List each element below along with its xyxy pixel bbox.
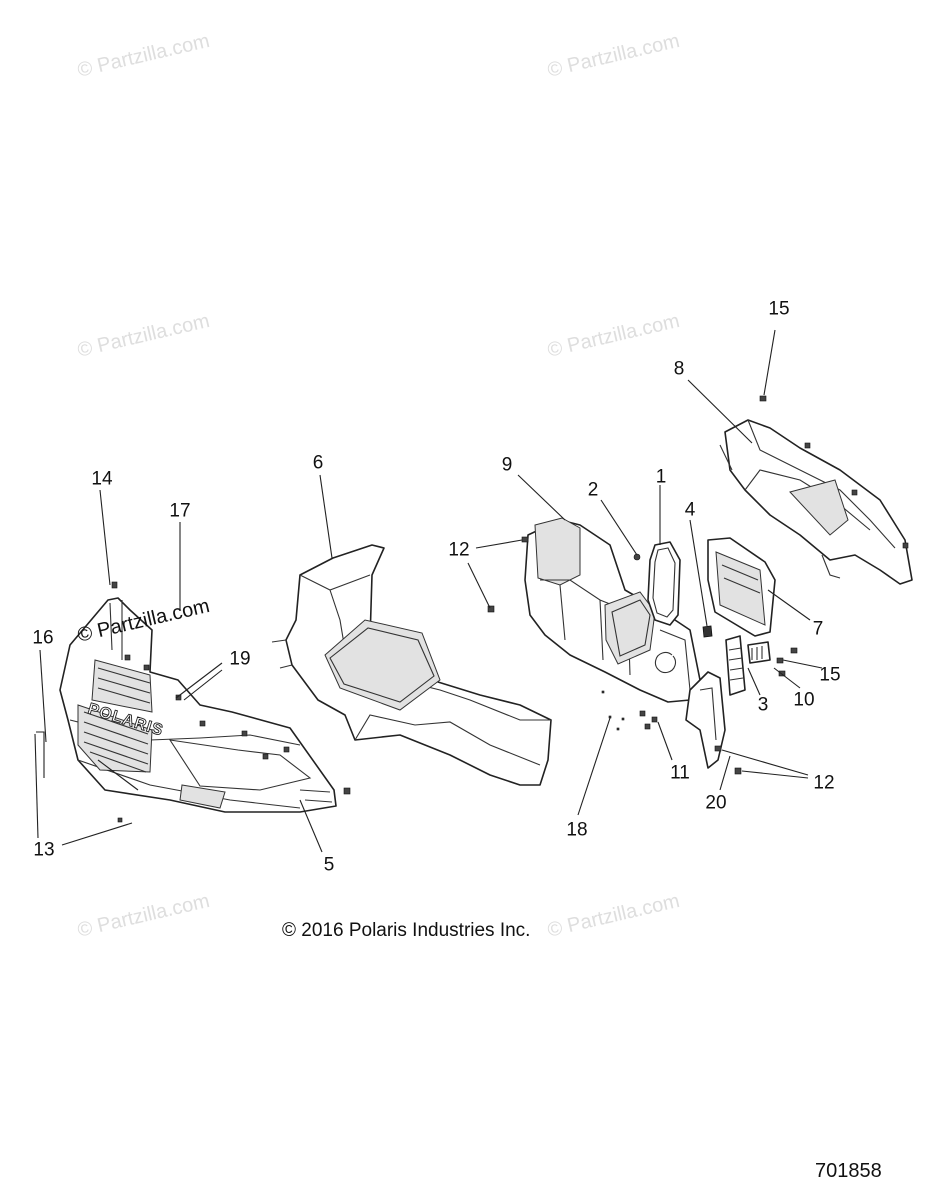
switch-part [702,625,713,638]
callout-3: 3 [757,694,769,716]
hood-part [271,544,552,786]
callout-15: 15 [768,298,790,320]
seal-part [647,541,681,626]
copyright-notice: © 2016 Polaris Industries Inc. [282,920,531,941]
callout-12: 12 [448,539,470,561]
callout-14: 14 [91,468,113,490]
callout-15-lower: 15 [819,664,841,686]
leader-lines [34,329,823,853]
callout-1: 1 [655,466,667,488]
callout-18: 18 [566,819,588,841]
side-panel-part [685,671,726,769]
callout-11: 11 [670,762,690,784]
callout-2: 2 [587,479,599,501]
dash-storage-part [524,517,701,703]
vent-part [725,635,746,696]
callout-16: 16 [32,627,54,649]
callout-20: 20 [705,792,727,814]
callout-13: 13 [33,839,55,861]
callout-7: 7 [812,618,824,640]
callout-4: 4 [684,499,696,521]
upper-dash-trim-part [719,419,913,585]
callout-12-lower: 12 [813,772,835,794]
callout-6: 6 [312,452,324,474]
cover-panel-part [707,537,776,637]
callout-10: 10 [793,689,815,711]
rod-part [36,731,45,778]
callout-5: 5 [323,854,335,876]
callout-17: 17 [169,500,191,522]
callout-19: 19 [229,648,251,670]
bracket-part [747,641,771,664]
diagram-number: 701858 [815,1160,882,1182]
callout-8: 8 [673,358,685,380]
callout-9: 9 [501,454,513,476]
